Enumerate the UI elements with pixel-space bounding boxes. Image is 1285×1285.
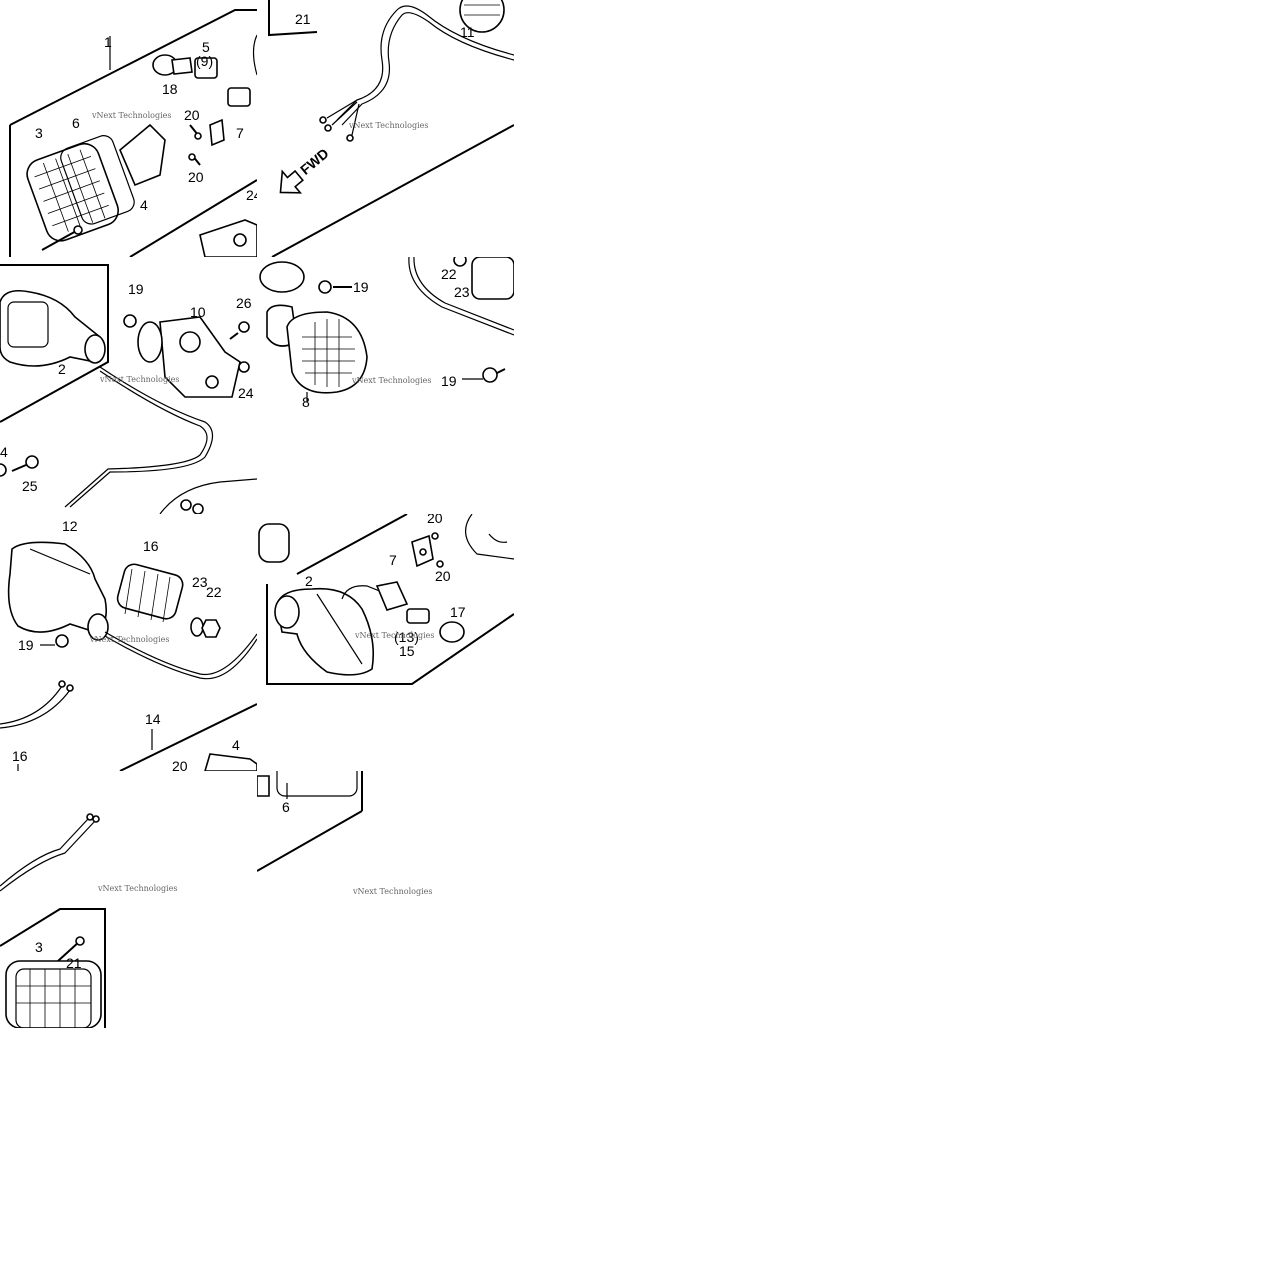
callout-23: 23 <box>192 574 208 590</box>
callout-20-upper: 20 <box>427 514 443 526</box>
callout-1: 1 <box>104 34 112 50</box>
callout-22: 22 <box>206 584 222 600</box>
callout-25: 25 <box>22 478 38 494</box>
watermark: vNext Technologies <box>352 887 432 896</box>
diagram-tile-rear-winker: 22 23 19 19 8 vNext Technologies <box>257 257 514 514</box>
watermark: vNext Technologies <box>354 631 434 640</box>
callout-16-upper: 16 <box>143 538 159 554</box>
fwd-label: FWD <box>297 145 332 178</box>
callout-19: 19 <box>18 637 34 653</box>
callout-4: 4 <box>0 444 8 460</box>
callout-12: 12 <box>62 518 78 534</box>
callout-19-upper: 19 <box>353 279 369 295</box>
callout-21: 21 <box>66 955 82 971</box>
callout-20-lower: 20 <box>188 169 204 185</box>
callout-7: 7 <box>236 125 244 141</box>
callout-18: 18 <box>162 81 178 97</box>
callout-20-lower: 20 <box>435 568 451 584</box>
callout-6: 6 <box>72 115 80 131</box>
watermark: vNext Technologies <box>89 635 169 644</box>
callout-5: 5 <box>202 39 210 55</box>
callout-20: 20 <box>172 758 188 771</box>
callout-10: 10 <box>190 304 206 320</box>
watermark: vNext Technologies <box>97 884 177 893</box>
callout-19-right: 19 <box>441 373 457 389</box>
callout-24: 24 <box>238 385 254 401</box>
diagram-tile-wiring-fwd: FWD 21 11 vNext Technologies <box>257 0 514 257</box>
callout-13: (13) <box>394 629 419 645</box>
callout-23: 23 <box>454 284 470 300</box>
callout-3: 3 <box>35 939 43 955</box>
callout-24: 24 <box>246 187 257 203</box>
callout-17: 17 <box>450 604 466 620</box>
watermark: vNext Technologies <box>99 375 179 384</box>
callout-6: 6 <box>282 799 290 815</box>
diagram-tile-rear-lens: 3 21 vNext Technologies <box>0 771 257 1028</box>
callout-20-upper: 20 <box>184 107 200 123</box>
callout-8: 8 <box>302 394 310 410</box>
callout-15: 15 <box>399 643 415 659</box>
diagram-tile-rear-winker-housing: 12 16 23 22 19 14 16 4 20 vNext Technolo… <box>0 514 257 771</box>
callout-16-lower: 16 <box>12 748 28 764</box>
callout-4: 4 <box>140 197 148 213</box>
callout-22: 22 <box>441 266 457 282</box>
diagram-tile-rear-gasket: 6 vNext Technologies <box>257 771 514 1028</box>
callout-7: 7 <box>389 552 397 568</box>
callout-2: 2 <box>58 361 66 377</box>
callout-26: 26 <box>236 295 252 311</box>
callout-3: 3 <box>35 125 43 141</box>
watermark: vNext Technologies <box>91 111 171 120</box>
callout-4: 4 <box>232 737 240 753</box>
callout-21: 21 <box>295 11 311 27</box>
callout-2: 2 <box>305 573 313 589</box>
watermark: vNext Technologies <box>348 121 428 130</box>
diagram-tile-front-left-winker: 1 5 (9) 18 20 7 20 3 6 4 24 vNext Techno… <box>0 0 257 257</box>
callout-14: 14 <box>145 711 161 727</box>
diagram-tile-rear-winker-socket: 20 7 20 2 17 (13) 15 vNext Technologies <box>257 514 514 771</box>
callout-19: 19 <box>128 281 144 297</box>
callout-11: 11 <box>460 24 475 40</box>
callout-9: (9) <box>196 53 213 69</box>
diagram-tile-winker-mount: 19 10 26 2 24 4 25 vNext Technologies <box>0 257 257 514</box>
watermark: vNext Technologies <box>351 376 431 385</box>
